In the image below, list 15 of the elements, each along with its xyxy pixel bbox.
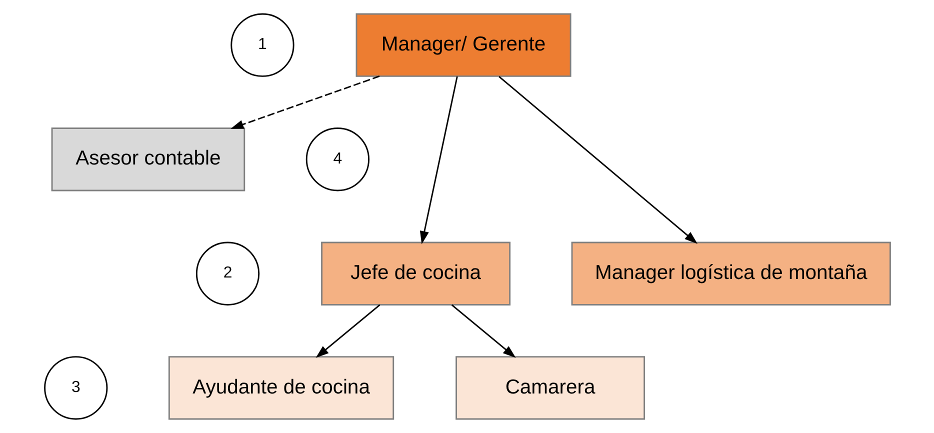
arrow [498,76,698,244]
arrow [315,304,380,358]
node-box: Manager logística de montaña [570,242,890,306]
arrow [230,76,380,129]
node-box: Manager/ Gerente [355,13,571,77]
node-box: Jefe de cocina [320,242,510,306]
node-box: Camarera [455,356,645,420]
arrow [450,304,516,358]
node-circle: 1 [230,13,294,77]
node-circle: 2 [195,242,260,306]
node-box: Ayudante de cocina [168,356,394,420]
arrow [419,76,458,244]
node-box: Asesor contable [50,128,245,192]
node-circle: 3 [44,356,108,420]
node-circle: 4 [305,128,369,192]
